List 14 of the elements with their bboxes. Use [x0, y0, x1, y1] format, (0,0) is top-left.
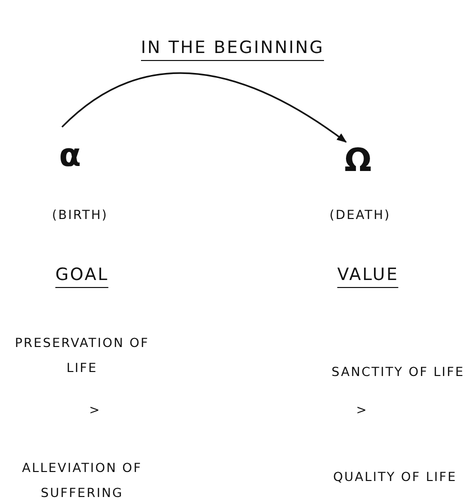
symbol-caption: (DEATH) [330, 206, 390, 224]
text-label: SANCTITY OF LIFE [332, 363, 464, 381]
symbol-caption: (BIRTH) [52, 206, 108, 224]
column-heading: GOAL [55, 265, 109, 288]
symbol: α [50, 135, 90, 175]
symbol: Ω [338, 140, 378, 180]
column-heading: VALUE [337, 265, 399, 288]
text-label: ALLEVIATION OF SUFFERING [21, 459, 143, 502]
text-label: > [89, 401, 101, 419]
text-label: PRESERVATION OF LIFE [14, 334, 150, 377]
text-label: > [356, 401, 368, 419]
text-label: QUALITY OF LIFE [333, 468, 457, 486]
title: IN THE BEGINNING [140, 38, 324, 61]
curved-arrow [61, 72, 347, 143]
